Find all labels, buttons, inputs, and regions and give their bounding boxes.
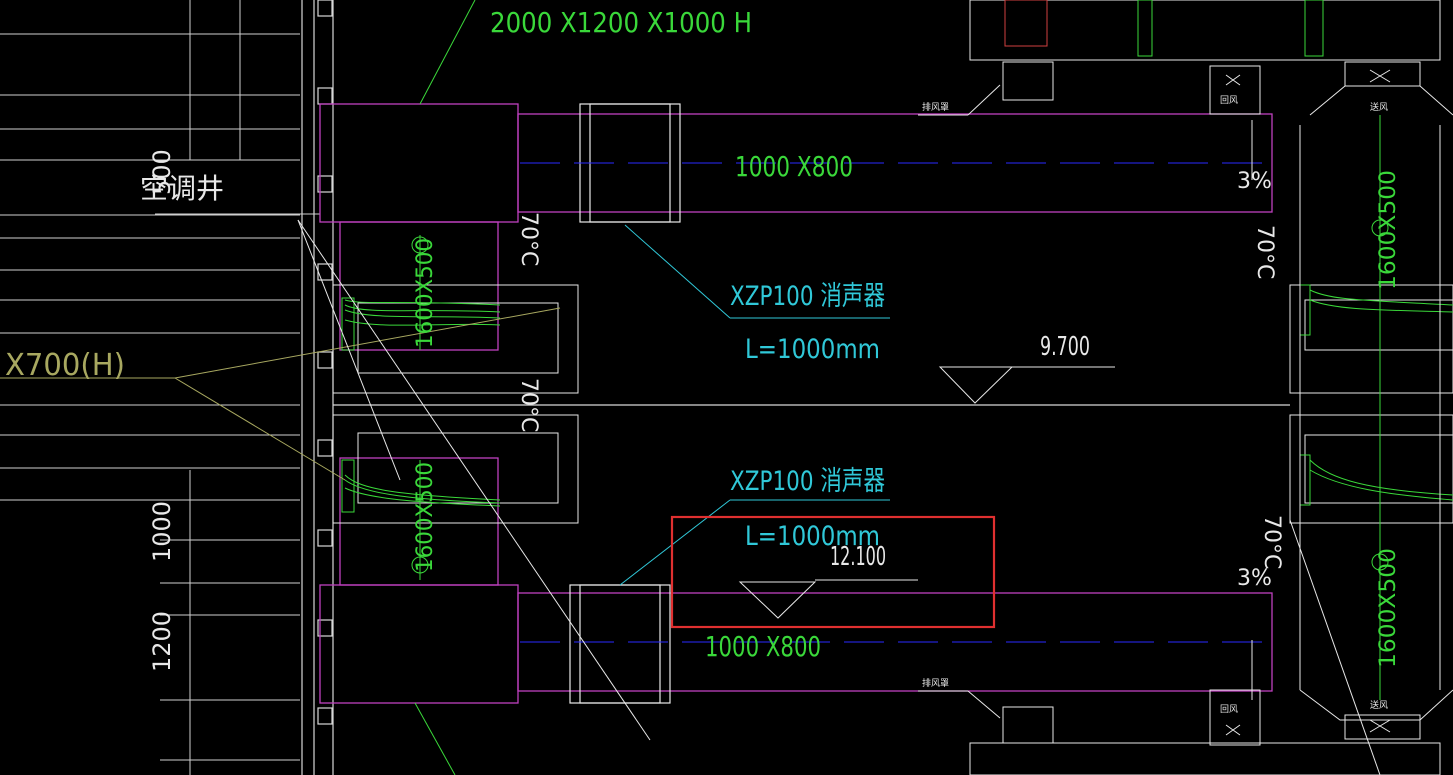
elevation-9700-label: 9.700: [1040, 332, 1090, 362]
small-label-top-1: 排风罩: [922, 101, 949, 113]
duct-bottom-size-label[interactable]: 1000 X800: [705, 630, 821, 663]
right-equipment-detail: [1004, 0, 1048, 47]
shaft-label: 空调井: [140, 172, 224, 205]
vertical-duct-size-b: 1600X500: [413, 462, 438, 572]
small-label-top-3: 送风: [1370, 101, 1388, 113]
silencer-top-name-label[interactable]: XZP100 消声器: [730, 281, 885, 312]
silencer-top-length-label[interactable]: L=1000mm: [745, 334, 880, 365]
elevation-marker-12100: [738, 579, 918, 619]
slope-top-label: 3%: [1237, 169, 1272, 194]
highlight-selection-box[interactable]: [670, 515, 996, 629]
dim-1000-label: 1000: [148, 501, 176, 562]
silencer-bottom-name-label[interactable]: XZP100 消声器: [730, 466, 885, 497]
slope-bottom-label: 3%: [1237, 566, 1272, 591]
duct-top-size-label[interactable]: 1000 X800: [735, 150, 853, 183]
right-equipment-detail-green: [1137, 0, 1324, 57]
small-label-bottom-3: 送风: [1370, 699, 1388, 711]
duct-top[interactable]: [319, 103, 1273, 351]
fire-damper-70-d: 70°C: [1259, 515, 1284, 569]
elevation-marker-9700: [938, 366, 1115, 404]
text-labels: 2000 X1200 X1000 H 空调井 500 X700(H) 1000 …: [5, 6, 1401, 715]
small-label-top-2: 回风: [1220, 95, 1238, 106]
dim-1200-label: 1200: [148, 611, 176, 672]
right-equipment: [969, 0, 1453, 775]
small-label-bottom-1: 排风罩: [922, 677, 949, 689]
fire-damper-70-a: 70°C: [516, 212, 541, 266]
elevation-12100-label: 12.100: [830, 542, 886, 572]
top-box-dim-label: 2000 X1200 X1000 H: [490, 6, 752, 39]
shaft-dim-label: 500: [148, 149, 176, 195]
left-grid-lines: [0, 0, 320, 775]
fire-damper-70-b: 70°C: [516, 378, 541, 432]
vertical-duct-size-d: 1600X500: [1376, 548, 1401, 668]
vertical-duct-size-c: 1600X500: [1376, 170, 1401, 290]
left-duct-label: X700(H): [5, 348, 125, 383]
vertical-duct-size-a: 1600X500: [413, 238, 438, 348]
leader-lines: [0, 0, 1381, 775]
fire-damper-70-c: 70°C: [1252, 225, 1277, 279]
green-hatching: [341, 115, 1453, 700]
small-label-bottom-2: 回风: [1220, 704, 1238, 715]
duct-centerlines: [520, 162, 1270, 643]
duct-bottom[interactable]: [319, 457, 1273, 704]
silencer-bottom-length-label[interactable]: L=1000mm: [745, 521, 880, 552]
